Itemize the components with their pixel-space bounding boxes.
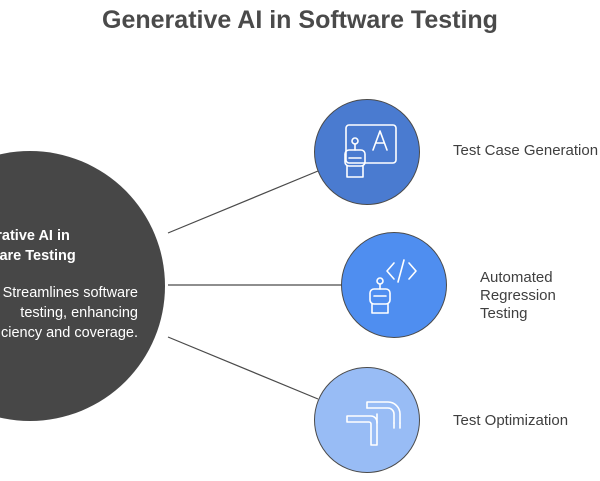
page-title: Generative AI in Software Testing — [102, 6, 498, 34]
node-automated-regression-testing — [341, 232, 447, 338]
path-arrows-icon — [346, 401, 401, 446]
node-label: Automated Regression Testing — [480, 269, 556, 322]
node-test-optimization — [314, 367, 420, 473]
robot-code-icon — [369, 259, 417, 314]
hub-heading: Generative AI in Software Testing — [0, 228, 76, 264]
robot-document-icon — [344, 124, 397, 178]
node-test-case-generation — [314, 99, 420, 205]
connector-line — [167, 170, 319, 234]
node-label: Test Optimization — [453, 412, 569, 429]
hub-description: Streamlines software testing, enhancing … — [0, 285, 138, 341]
connector-line — [167, 336, 319, 400]
node-label: Test Case Generation — [453, 142, 599, 159]
